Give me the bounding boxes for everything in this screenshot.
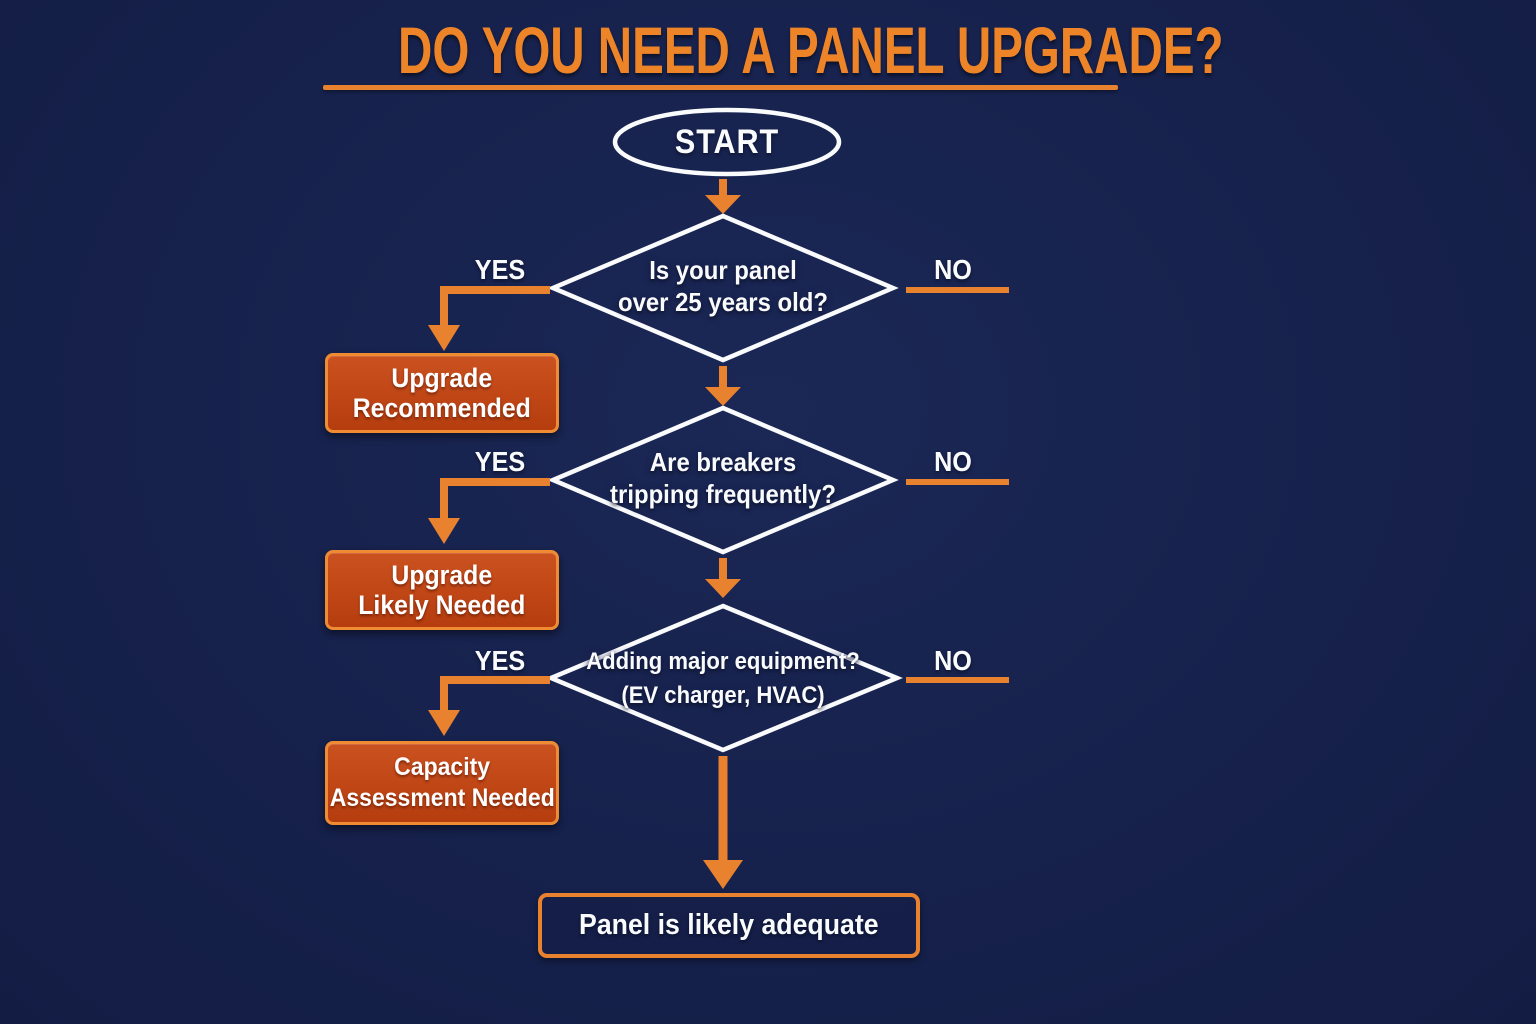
decision-3-question-line2: (EV charger, HVAC)	[621, 682, 825, 709]
result-2-line2: Likely Needed	[358, 590, 526, 620]
arrow-start-to-q1-head-icon	[705, 195, 741, 214]
decision-2-question: Are breakers tripping frequently?	[539, 446, 907, 510]
final-outcome-label: Panel is likely adequate	[579, 909, 879, 941]
result-1-line1: Upgrade	[391, 363, 493, 393]
arrow-q1-to-q2-head-icon	[705, 387, 741, 406]
decision-3-no-label: NO	[934, 645, 972, 676]
start-node-label: START	[674, 122, 780, 161]
arrow-q3-to-final-head-icon	[703, 860, 743, 889]
result-box-capacity-assessment-needed: Capacity Assessment Needed	[325, 741, 559, 825]
final-outcome-box: Panel is likely adequate	[538, 893, 920, 958]
decision-1-question: Is your panel over 25 years old?	[539, 254, 907, 318]
decision-3-yes-label: YES	[474, 645, 526, 676]
yes-arrowhead-3-icon	[428, 710, 460, 736]
decision-2-question-line1: Are breakers	[649, 447, 797, 477]
decision-1-question-line2: over 25 years old?	[617, 287, 829, 317]
yes-connector-3	[440, 676, 550, 712]
yes-connector-2	[440, 478, 550, 520]
arrow-q2-to-q3-head-icon	[705, 579, 741, 598]
result-3-line1: Capacity	[394, 753, 490, 781]
decision-1-yes-label: YES	[474, 254, 526, 285]
decision-3-diamond	[545, 603, 903, 753]
result-1-line2: Recommended	[352, 393, 532, 423]
result-box-upgrade-likely-needed: Upgrade Likely Needed	[325, 550, 559, 630]
decision-2-question-line2: tripping frequently?	[610, 479, 836, 509]
page-title: DO YOU NEED A PANEL UPGRADE?	[398, 13, 1224, 87]
decision-1-no-label: NO	[934, 254, 972, 285]
yes-arrowhead-2-icon	[428, 518, 460, 544]
decision-1-question-line1: Is your panel	[649, 255, 797, 285]
title-underline	[323, 85, 1118, 90]
decision-2-no-label: NO	[934, 446, 972, 477]
decision-3-question: Adding major equipment? (EV charger, HVA…	[539, 645, 907, 713]
decision-2-diamond	[547, 405, 899, 555]
decision-2-yes-label: YES	[474, 446, 526, 477]
result-3-line2: Assessment Needed	[329, 784, 555, 812]
result-box-upgrade-recommended: Upgrade Recommended	[325, 353, 559, 433]
start-oval	[612, 107, 842, 177]
decision-1-diamond	[547, 213, 899, 363]
yes-arrowhead-1-icon	[428, 325, 460, 351]
result-2-line1: Upgrade	[391, 560, 493, 590]
yes-connector-1	[440, 286, 550, 327]
decision-3-question-line1: Adding major equipment?	[586, 648, 860, 675]
